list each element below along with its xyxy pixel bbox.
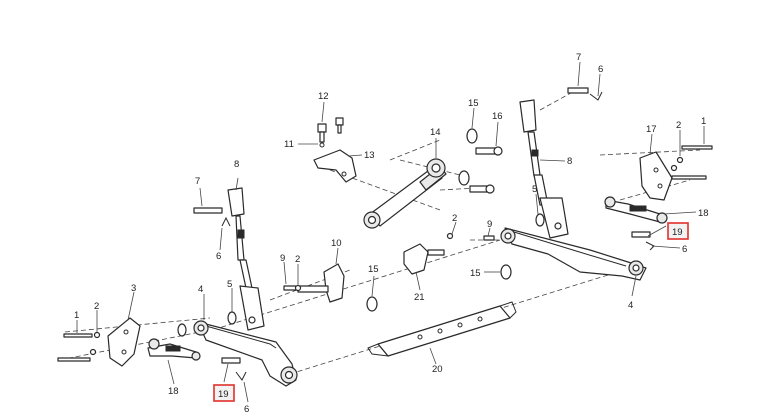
callouts: 1 2 3 4 5 8 7 6 9 2 10 11 12 13 14 15 16… xyxy=(74,52,709,415)
callout-20: 20 xyxy=(432,364,443,375)
assembly-lines xyxy=(59,87,701,375)
callout-15: 15 xyxy=(368,264,379,275)
callout-21: 21 xyxy=(414,292,425,303)
bracket-right xyxy=(639,151,673,201)
callout-2: 2 xyxy=(676,120,681,131)
callout-15: 15 xyxy=(468,98,479,109)
callout-1: 1 xyxy=(701,116,706,127)
lower-link-right xyxy=(500,227,647,281)
callout-7: 7 xyxy=(195,176,200,187)
pins-and-bolts xyxy=(57,87,713,381)
callout-6: 6 xyxy=(682,244,687,255)
stabilizer-right xyxy=(604,196,668,224)
callout-2: 2 xyxy=(452,213,457,224)
callout-4: 4 xyxy=(628,300,633,311)
callout-10: 10 xyxy=(331,238,342,249)
callout-14: 14 xyxy=(430,127,441,138)
cross-shaft xyxy=(367,301,517,357)
callout-12: 12 xyxy=(318,91,329,102)
callout-5: 5 xyxy=(532,184,537,195)
callout-19-highlight-left xyxy=(213,384,235,402)
callout-3: 3 xyxy=(131,283,136,294)
callout-2: 2 xyxy=(94,301,99,312)
pin-bracket-10 xyxy=(297,263,345,303)
callout-18: 18 xyxy=(168,386,179,397)
callout-18: 18 xyxy=(698,208,709,219)
bracket-left xyxy=(107,317,141,367)
stabilizer-left xyxy=(147,338,201,361)
callout-7: 7 xyxy=(576,52,581,63)
callout-8: 8 xyxy=(567,156,572,167)
callout-19-highlight-right xyxy=(667,222,689,240)
callout-19: 19 xyxy=(672,227,683,238)
callout-6: 6 xyxy=(244,404,249,415)
callout-17: 17 xyxy=(646,124,657,135)
bracket-top xyxy=(313,117,357,183)
callout-13: 13 xyxy=(364,150,375,161)
callout-2: 2 xyxy=(295,254,300,265)
callout-5: 5 xyxy=(227,279,232,290)
pin-bracket-21 xyxy=(403,243,445,275)
callout-8: 8 xyxy=(234,159,239,170)
leader-lines xyxy=(76,61,705,403)
callout-1: 1 xyxy=(74,310,79,321)
callout-4: 4 xyxy=(198,284,203,295)
top-link xyxy=(363,158,447,229)
lift-rod-right xyxy=(519,99,569,239)
callout-15: 15 xyxy=(470,268,481,279)
callout-19: 19 xyxy=(218,389,229,400)
callout-11: 11 xyxy=(284,139,294,150)
callout-6: 6 xyxy=(598,64,603,75)
callout-9: 9 xyxy=(487,219,492,230)
callout-6: 6 xyxy=(216,251,221,262)
callout-9: 9 xyxy=(280,253,285,264)
lower-link-left xyxy=(193,320,298,387)
lift-rod-left xyxy=(227,187,265,331)
callout-16: 16 xyxy=(492,111,503,122)
